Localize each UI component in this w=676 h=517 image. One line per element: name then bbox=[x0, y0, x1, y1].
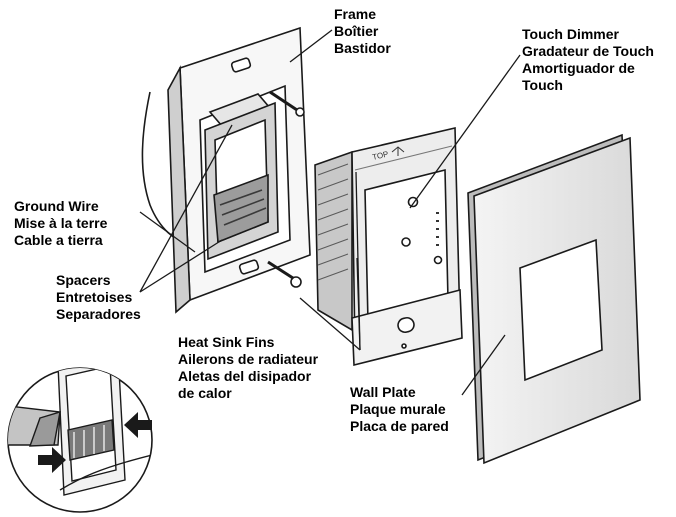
wall-plate bbox=[467, 133, 641, 465]
leader-lines bbox=[139, 29, 521, 396]
frame bbox=[167, 26, 311, 314]
arrow-right-icon bbox=[38, 447, 66, 473]
spacers-label: Spacers Entretoises Separadores bbox=[56, 272, 141, 322]
ground-wire-label: Ground Wire Mise à la terre Cable a tier… bbox=[14, 198, 108, 248]
frame-label: Frame Boîtier Bastidor bbox=[334, 6, 391, 56]
touch-dimmer-label: Touch Dimmer Gradateur de Touch Amortigu… bbox=[522, 26, 654, 93]
top-mark: TOP bbox=[371, 150, 389, 162]
touch-dimmer bbox=[314, 126, 463, 367]
heat-sink-fins-label: Heat Sink Fins Ailerons de radiateur Ale… bbox=[178, 334, 319, 401]
inset-detail bbox=[7, 367, 153, 513]
arrow-up-icon bbox=[391, 146, 405, 156]
arrow-left-icon bbox=[124, 412, 152, 438]
wall-plate-label: Wall Plate Plaque murale Placa de pared bbox=[350, 384, 449, 434]
